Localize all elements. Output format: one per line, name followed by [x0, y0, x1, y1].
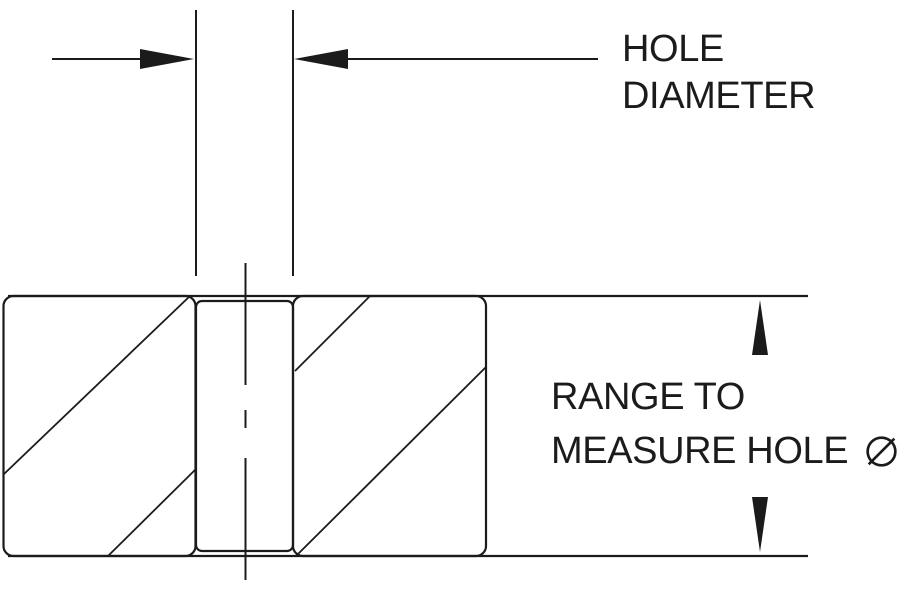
hatch-line — [3, 295, 191, 475]
diameter-symbol-icon — [866, 435, 897, 467]
hole-diameter-dimension — [52, 10, 598, 276]
range-label-line2: MEASURE HOLE — [551, 430, 849, 472]
range-dimension — [752, 300, 768, 552]
hatch-line — [294, 295, 371, 372]
part-cross-section — [2, 263, 808, 590]
hatch-line — [295, 366, 487, 557]
right-block-outline — [291, 294, 488, 558]
section-hatching — [3, 295, 487, 557]
right-arrowhead-icon — [294, 49, 348, 69]
hole-diameter-label-line2: DIAMETER — [622, 75, 816, 117]
left-arrowhead-icon — [140, 49, 194, 69]
range-label-line1: RANGE TO — [551, 376, 745, 418]
hatch-line — [107, 468, 197, 557]
range-label: RANGE TO MEASURE HOLE — [551, 370, 900, 478]
range-label-line2-row: MEASURE HOLE — [551, 424, 900, 478]
hole-diameter-label: HOLE DIAMETER — [622, 26, 816, 120]
left-block-outline — [2, 294, 197, 558]
down-arrowhead-icon — [752, 497, 768, 552]
hole-diameter-label-line1: HOLE — [622, 28, 724, 70]
up-arrowhead-icon — [752, 300, 768, 355]
